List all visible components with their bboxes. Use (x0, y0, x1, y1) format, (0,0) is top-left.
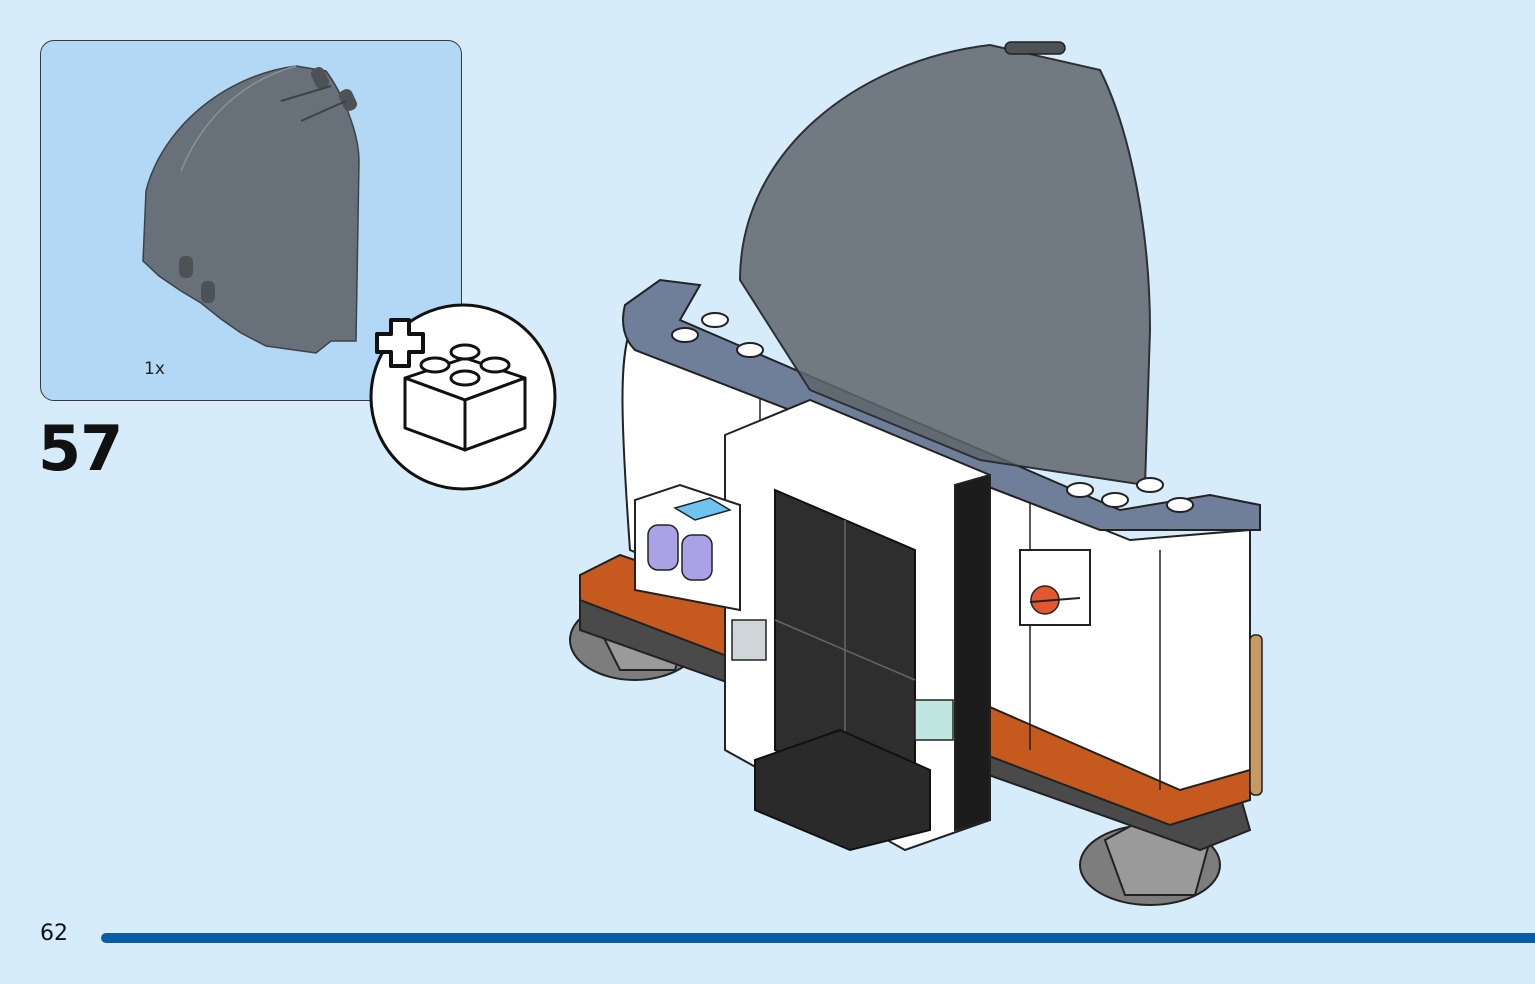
part-quantity: 1x (144, 359, 165, 379)
add-bricks-icon (369, 303, 557, 491)
space-station-module-icon (569, 41, 1263, 906)
page-number: 62 (40, 921, 68, 946)
trans-black-windscreen-icon (142, 65, 360, 354)
progress-bar (101, 933, 1535, 943)
parts-list-box: 1x (40, 40, 462, 401)
step-number: 57 (38, 412, 123, 485)
